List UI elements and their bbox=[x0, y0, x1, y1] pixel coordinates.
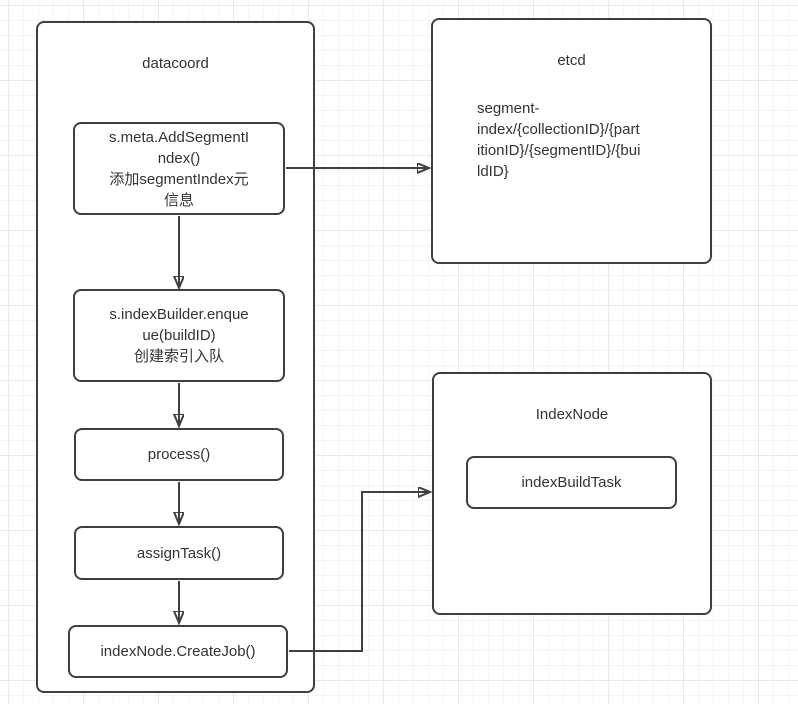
node-etcd: etcd segment- index/{collectionID}/{part… bbox=[431, 18, 712, 264]
node-process: process() bbox=[74, 428, 284, 481]
node-indexnode-title: IndexNode bbox=[535, 406, 609, 423]
node-etcd-title: etcd bbox=[557, 52, 586, 69]
node-index-build-task: indexBuildTask bbox=[466, 456, 677, 509]
node-assign-task: assignTask() bbox=[74, 526, 284, 580]
node-add-segment-index: s.meta.AddSegmentI ndex() 添加segmentIndex… bbox=[73, 122, 285, 215]
etcd-key-path: segment- index/{collectionID}/{part itio… bbox=[477, 100, 641, 180]
node-datacoord-title: datacoord bbox=[142, 55, 209, 72]
node-create-job: indexNode.CreateJob() bbox=[68, 625, 288, 678]
node-index-builder-enqueue: s.indexBuilder.enque ue(buildID) 创建索引入队 bbox=[73, 289, 285, 382]
